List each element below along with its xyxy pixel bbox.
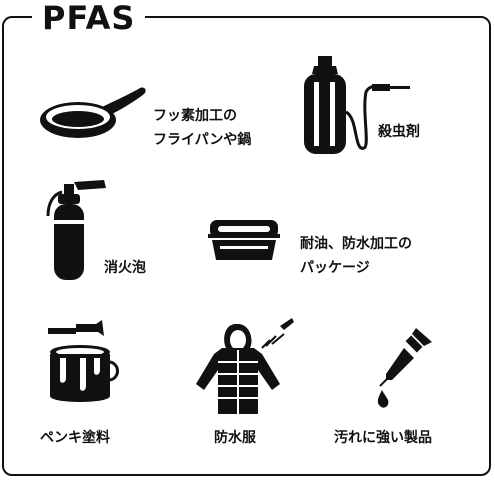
label-insecticide: 殺虫剤	[378, 120, 420, 144]
label-fire-foam-line1: 消火泡	[104, 260, 146, 276]
label-frying-pan-line1: フッ素加工の	[153, 108, 237, 124]
paint-can-icon	[48, 320, 119, 402]
dropper-icon	[377, 328, 432, 408]
infographic-frame	[2, 16, 491, 476]
frying-pan-icon	[40, 87, 146, 138]
page-title: PFAS	[32, 0, 146, 36]
rain-jacket-icon	[196, 318, 294, 414]
label-fire-foam: 消火泡	[104, 256, 146, 280]
label-stain-resistant-line1: 汚れに強い製品	[334, 430, 432, 446]
label-insecticide-line1: 殺虫剤	[378, 124, 420, 140]
label-rainwear-line1: 防水服	[214, 430, 256, 446]
food-container-icon	[208, 220, 280, 260]
label-package-line2: パッケージ	[300, 260, 370, 276]
label-package: 耐油、防水加工の パッケージ	[300, 232, 412, 280]
label-rainwear: 防水服	[214, 426, 256, 450]
label-frying-pan-line2: フライパンや鍋	[153, 132, 252, 148]
label-paint: ペンキ塗料	[40, 426, 110, 450]
label-frying-pan: フッ素加工の フライパンや鍋	[153, 104, 251, 152]
sprayer-icon	[304, 56, 410, 154]
label-package-line1: 耐油、防水加工の	[300, 236, 412, 252]
fire-extinguisher-icon	[46, 180, 106, 280]
label-paint-line1: ペンキ塗料	[40, 430, 110, 446]
label-stain-resistant: 汚れに強い製品	[334, 426, 432, 450]
